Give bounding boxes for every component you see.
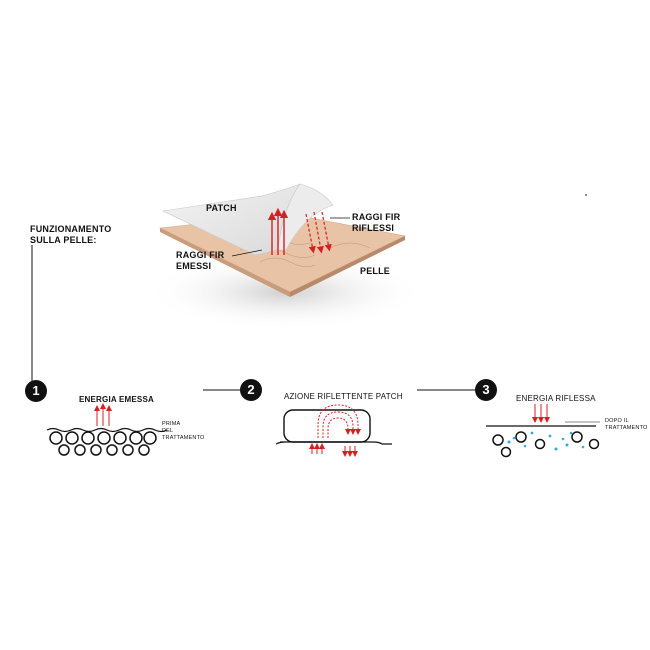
reflected-rays-label: RAGGI FIR RIFLESSI <box>352 212 400 234</box>
step-3-note: DOPO IL TRATTAMENTO <box>605 418 648 432</box>
patch-label: PATCH <box>206 203 237 213</box>
heading-title: FUNZIONAMENTO SULLA PELLE: <box>30 224 111 246</box>
emitted-leader-line <box>231 249 263 257</box>
emitted-rays-line-1: RAGGI FIR <box>176 250 225 260</box>
reflection-arc <box>327 417 351 438</box>
reflected-arrow <box>305 213 316 254</box>
step-1-note-line-2: DEL <box>162 428 174 434</box>
skin-surface-line-left <box>275 441 285 445</box>
step-3-note-line-2: TRATTAMENTO <box>605 425 648 431</box>
step-3-title: ENERGIA RIFLESSA <box>516 394 596 403</box>
reflection-arc <box>317 404 361 438</box>
step-2-title: AZIONE RIFLETTENTE PATCH <box>284 392 403 401</box>
step-3-badge: 3 <box>475 379 497 401</box>
cells <box>492 431 600 458</box>
cell-row-top <box>49 431 157 445</box>
skin-label: PELLE <box>360 266 391 276</box>
heading-line-1: FUNZIONAMENTO <box>30 224 112 234</box>
patch-cross-section <box>283 409 371 443</box>
step-2-badge: 2 <box>240 379 262 401</box>
heading-line-2: SULLA PELLE: <box>30 235 97 245</box>
step-3-note-line-1: DOPO IL <box>605 418 629 424</box>
particles <box>507 431 585 451</box>
step-3-diagram <box>486 404 600 458</box>
step-1-badge: 1 <box>25 380 47 402</box>
skin-surface-line <box>46 427 168 433</box>
step-1-title: ENERGIA EMESSA <box>79 395 154 404</box>
speck <box>585 194 587 196</box>
skin-surface-line <box>280 441 392 445</box>
reflection-arc <box>322 411 356 438</box>
reflected-rays-line-1: RAGGI FIR <box>352 212 401 222</box>
reflected-arrow <box>321 211 332 252</box>
skin-layer-edge-right <box>290 236 405 297</box>
step-1-diagram <box>46 403 168 456</box>
step-1-note: PRIMA DEL TRATTAMENTO <box>162 421 205 442</box>
step-2-diagram <box>275 404 392 457</box>
emitted-rays-label: RAGGI FIR EMESSI <box>176 250 224 272</box>
reflected-rays-line-2: RIFLESSI <box>352 223 395 233</box>
step-1-note-line-3: TRATTAMENTO <box>162 435 205 441</box>
skin-layer-edge <box>160 228 290 297</box>
cell-row-bottom <box>58 444 150 456</box>
reflected-arrow <box>313 211 324 254</box>
skin-patch-illustration <box>145 183 587 330</box>
step-1-note-line-1: PRIMA <box>162 421 181 427</box>
emitted-rays-line-2: EMESSI <box>176 261 212 271</box>
